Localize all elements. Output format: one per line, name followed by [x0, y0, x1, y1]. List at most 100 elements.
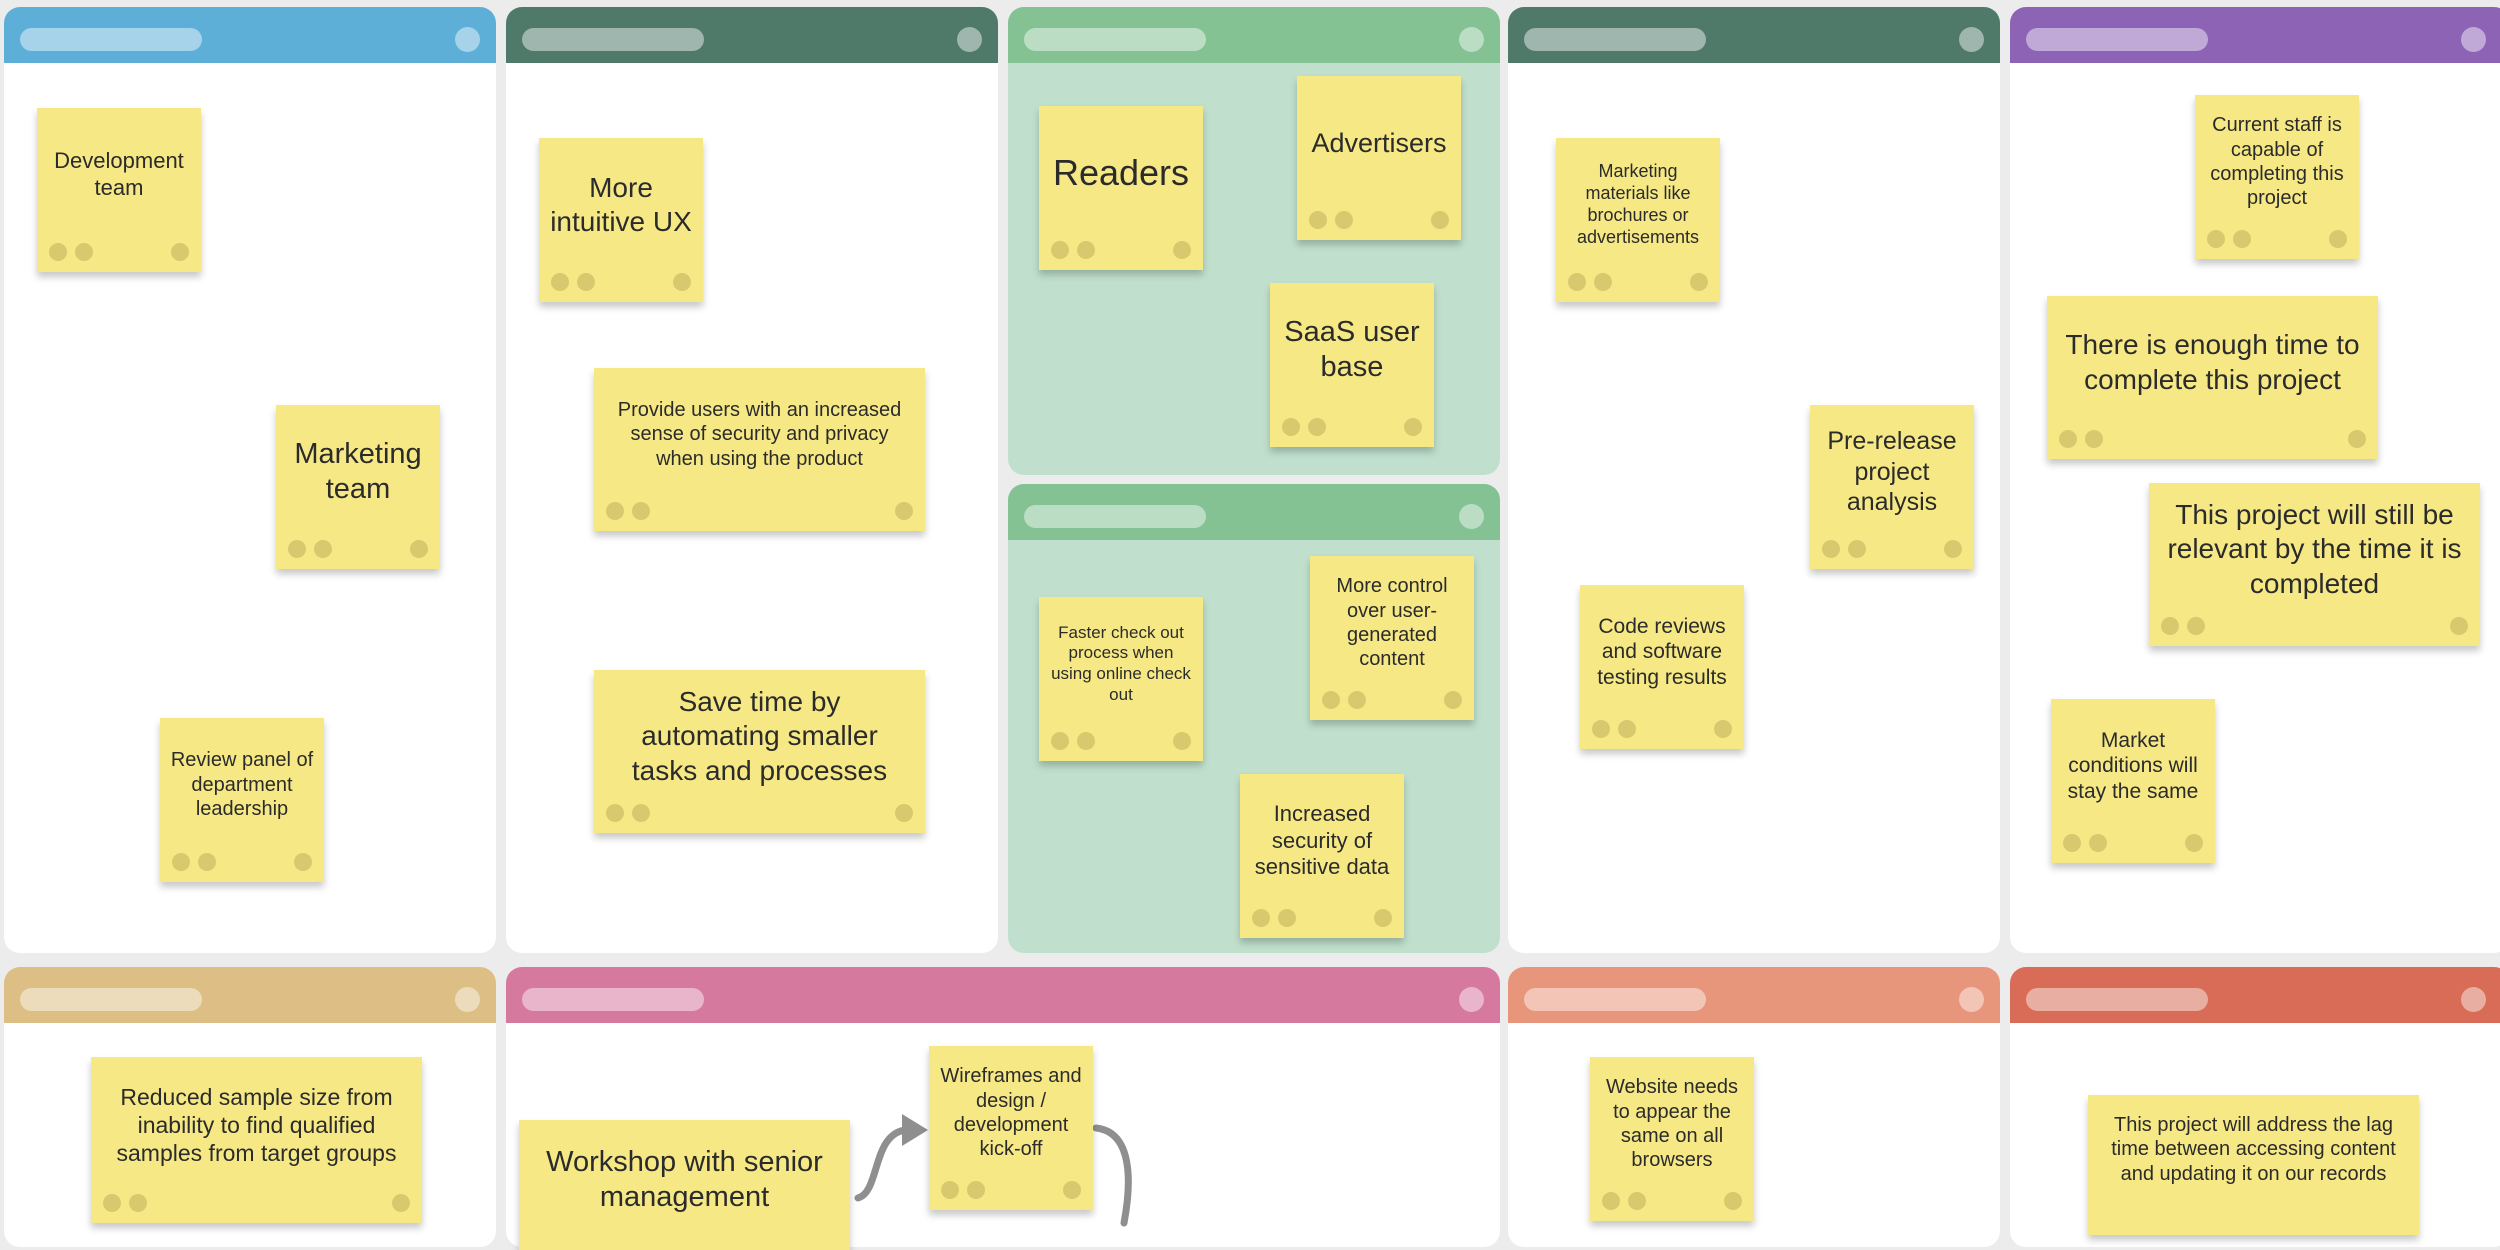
sticky-note[interactable]: This project will address the lag time b… [2088, 1095, 2419, 1235]
note-dot-icon[interactable] [1822, 540, 1840, 558]
note-dot-icon[interactable] [577, 273, 595, 291]
panel-header[interactable] [4, 7, 496, 63]
panel-header[interactable] [1008, 7, 1500, 63]
note-dot-icon[interactable] [2207, 230, 2225, 248]
note-dot-icon[interactable] [2161, 617, 2179, 635]
sticky-note[interactable]: Pre-release project analysis [1810, 405, 1974, 569]
panel-menu-icon[interactable] [1459, 504, 1484, 529]
note-dot-icon[interactable] [410, 540, 428, 558]
note-dot-icon[interactable] [2185, 834, 2203, 852]
sticky-note[interactable]: Market conditions will stay the same [2051, 699, 2215, 863]
panel-title-pill[interactable] [20, 28, 202, 51]
note-dot-icon[interactable] [1077, 732, 1095, 750]
note-dot-icon[interactable] [1173, 732, 1191, 750]
note-dot-icon[interactable] [632, 804, 650, 822]
sticky-note[interactable]: Review panel of department leadership [160, 718, 324, 882]
note-dot-icon[interactable] [606, 804, 624, 822]
sticky-note[interactable]: This project will still be relevant by t… [2149, 483, 2480, 646]
panel-title-pill[interactable] [1024, 28, 1206, 51]
note-dot-icon[interactable] [1602, 1192, 1620, 1210]
sticky-note[interactable]: Website needs to appear the same on all … [1590, 1057, 1754, 1221]
note-dot-icon[interactable] [172, 853, 190, 871]
note-dot-icon[interactable] [1724, 1192, 1742, 1210]
note-dot-icon[interactable] [1335, 211, 1353, 229]
panel-menu-icon[interactable] [2461, 27, 2486, 52]
note-dot-icon[interactable] [1063, 1181, 1081, 1199]
note-dot-icon[interactable] [1308, 418, 1326, 436]
panel-header[interactable] [1508, 7, 2000, 63]
note-dot-icon[interactable] [1173, 241, 1191, 259]
sticky-note[interactable]: Provide users with an increased sense of… [594, 368, 925, 531]
note-dot-icon[interactable] [1404, 418, 1422, 436]
sticky-note[interactable]: Advertisers [1297, 76, 1461, 240]
note-dot-icon[interactable] [171, 243, 189, 261]
note-dot-icon[interactable] [288, 540, 306, 558]
note-dot-icon[interactable] [1051, 732, 1069, 750]
panel-title-pill[interactable] [522, 988, 704, 1011]
note-dot-icon[interactable] [392, 1194, 410, 1212]
note-dot-icon[interactable] [1077, 241, 1095, 259]
note-dot-icon[interactable] [606, 502, 624, 520]
panel-title-pill[interactable] [2026, 28, 2208, 51]
sticky-note[interactable]: Wireframes and design / development kick… [929, 1046, 1093, 1210]
note-dot-icon[interactable] [1348, 691, 1366, 709]
note-dot-icon[interactable] [2085, 430, 2103, 448]
sticky-note[interactable]: Increased security of sensitive data [1240, 774, 1404, 938]
note-dot-icon[interactable] [2233, 230, 2251, 248]
note-dot-icon[interactable] [1594, 273, 1612, 291]
sticky-note[interactable]: Code reviews and software testing result… [1580, 585, 1744, 749]
panel-menu-icon[interactable] [2461, 987, 2486, 1012]
note-dot-icon[interactable] [941, 1181, 959, 1199]
panel-menu-icon[interactable] [1959, 27, 1984, 52]
panel-menu-icon[interactable] [455, 27, 480, 52]
panel-header[interactable] [506, 967, 1500, 1023]
note-dot-icon[interactable] [1309, 211, 1327, 229]
panel-menu-icon[interactable] [957, 27, 982, 52]
note-dot-icon[interactable] [1444, 691, 1462, 709]
sticky-note[interactable]: Readers [1039, 106, 1203, 270]
note-dot-icon[interactable] [2089, 834, 2107, 852]
note-dot-icon[interactable] [314, 540, 332, 558]
sticky-note[interactable]: Current staff is capable of completing t… [2195, 95, 2359, 259]
note-dot-icon[interactable] [75, 243, 93, 261]
note-dot-icon[interactable] [632, 502, 650, 520]
sticky-note[interactable]: Development team [37, 108, 201, 272]
note-dot-icon[interactable] [2329, 230, 2347, 248]
panel-header[interactable] [4, 967, 496, 1023]
note-dot-icon[interactable] [294, 853, 312, 871]
note-dot-icon[interactable] [2348, 430, 2366, 448]
note-dot-icon[interactable] [129, 1194, 147, 1212]
note-dot-icon[interactable] [103, 1194, 121, 1212]
panel-title-pill[interactable] [20, 988, 202, 1011]
panel-title-pill[interactable] [1524, 988, 1706, 1011]
note-dot-icon[interactable] [1618, 720, 1636, 738]
panel-title-pill[interactable] [1024, 505, 1206, 528]
note-dot-icon[interactable] [967, 1181, 985, 1199]
note-dot-icon[interactable] [1322, 691, 1340, 709]
note-dot-icon[interactable] [2059, 430, 2077, 448]
note-dot-icon[interactable] [551, 273, 569, 291]
panel-header[interactable] [1008, 484, 1500, 540]
note-dot-icon[interactable] [1278, 909, 1296, 927]
note-dot-icon[interactable] [1944, 540, 1962, 558]
note-dot-icon[interactable] [1282, 418, 1300, 436]
note-dot-icon[interactable] [1714, 720, 1732, 738]
sticky-note[interactable]: More control over user-generated content [1310, 556, 1474, 720]
panel-menu-icon[interactable] [1459, 987, 1484, 1012]
sticky-note[interactable]: There is enough time to complete this pr… [2047, 296, 2378, 459]
sticky-note[interactable]: Workshop with senior management [519, 1120, 850, 1250]
note-dot-icon[interactable] [198, 853, 216, 871]
note-dot-icon[interactable] [895, 502, 913, 520]
sticky-note[interactable]: Save time by automating smaller tasks an… [594, 670, 925, 833]
note-dot-icon[interactable] [1848, 540, 1866, 558]
sticky-note[interactable]: Reduced sample size from inability to fi… [91, 1057, 422, 1223]
note-dot-icon[interactable] [2450, 617, 2468, 635]
note-dot-icon[interactable] [1051, 241, 1069, 259]
panel-title-pill[interactable] [522, 28, 704, 51]
panel-header[interactable] [506, 7, 998, 63]
panel-menu-icon[interactable] [1959, 987, 1984, 1012]
panel-title-pill[interactable] [2026, 988, 2208, 1011]
note-dot-icon[interactable] [1431, 211, 1449, 229]
note-dot-icon[interactable] [1374, 909, 1392, 927]
note-dot-icon[interactable] [1628, 1192, 1646, 1210]
